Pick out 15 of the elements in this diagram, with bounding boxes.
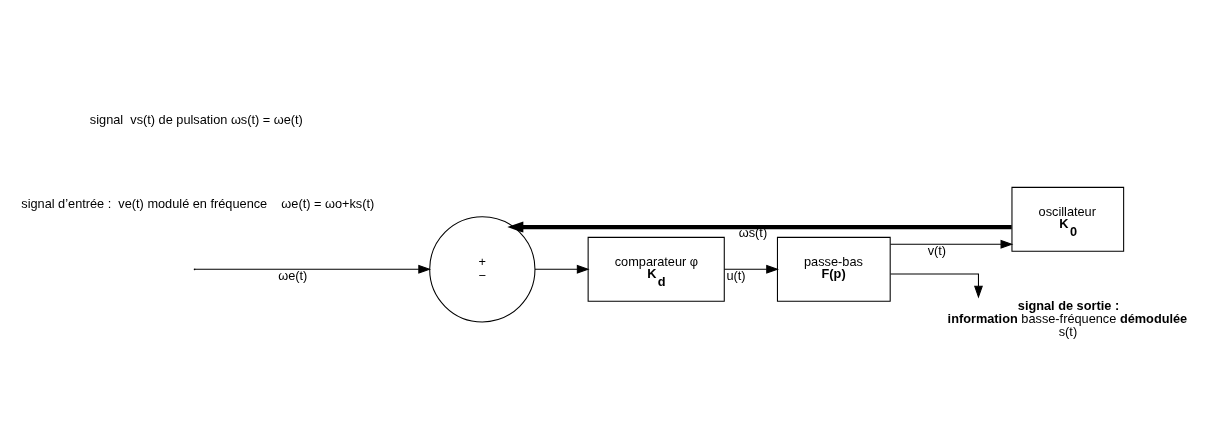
node-circle: + − <box>429 216 536 323</box>
edge-label: ωe(t) <box>278 267 308 283</box>
label: signal vs(t) de pulsation ωs(t) = ωe(t) <box>89 111 303 127</box>
edge-label: ωs(t) <box>738 225 768 241</box>
arrow <box>507 221 1012 233</box>
arrow <box>194 264 432 274</box>
arrow <box>890 273 983 299</box>
arrow <box>723 264 779 274</box>
node-box: passe-bas F(p) <box>776 236 891 302</box>
label: signal d’entrée : ve(t) modulé en fréquence ωe(t) = ωo+ks(t) <box>21 195 375 211</box>
arrow <box>889 239 1014 249</box>
node-text: signal de sortie : information basse-fréquence démodulée s(t) <box>947 298 1188 339</box>
edge-label: u(t) <box>726 267 746 283</box>
edge-label: v(t) <box>927 242 947 258</box>
arrow <box>534 264 590 274</box>
